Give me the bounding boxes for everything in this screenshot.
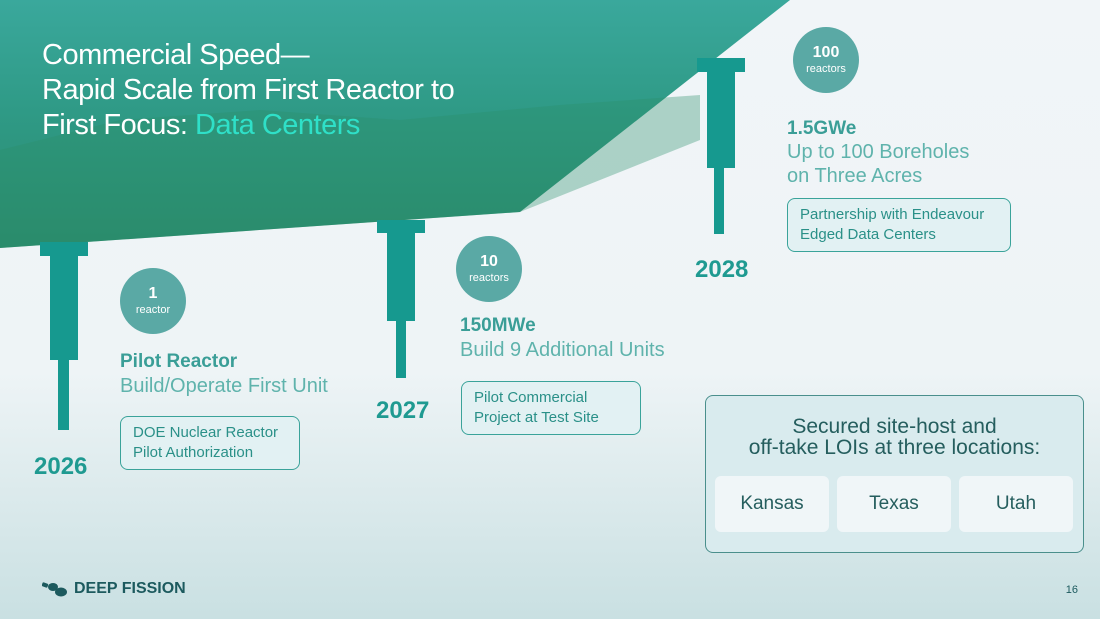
box-line: DOE Nuclear Reactor — [133, 424, 279, 441]
unit: reactors — [806, 63, 846, 75]
milestone-subtitle: on Three Acres — [787, 165, 923, 187]
title-line: Rapid Scale from First Reactor to — [42, 74, 455, 106]
reactor-count-badge: 10 reactors — [456, 236, 522, 302]
title-line: First Focus: Data Centers — [42, 108, 454, 143]
milestone-heading: Pilot Reactor — [120, 351, 238, 372]
year-label: 2026 — [34, 453, 88, 480]
box-line: Partnership with Endeavour — [800, 206, 985, 223]
count: 100 — [812, 44, 840, 61]
box-line: Edged Data Centers — [800, 226, 936, 243]
reactor-count-badge: 100 reactors — [793, 27, 859, 93]
box-line: Pilot Commercial — [474, 389, 588, 406]
unit: reactor — [135, 304, 171, 316]
deep-fission-logo-icon — [42, 582, 67, 597]
milestone-heading: 1.5GWe — [787, 118, 857, 139]
title-prefix: First Focus: — [42, 109, 196, 141]
location-texas: Texas — [837, 476, 951, 532]
milestone-subtitle: Build/Operate First Unit — [120, 375, 328, 397]
reactor-icon-2027 — [377, 220, 425, 378]
reactor-icon-2026 — [40, 242, 88, 430]
count: 10 — [480, 253, 498, 270]
reactor-count-badge: 1 reactor — [120, 268, 186, 334]
milestone-heading: 150MWe — [460, 315, 536, 336]
milestone-subtitle: Up to 100 Boreholes — [787, 141, 970, 163]
box-line: Project at Test Site — [474, 409, 599, 426]
brand-logo: DEEP FISSION — [42, 580, 186, 598]
year-label: 2028 — [695, 256, 749, 283]
page-number: 16 — [1065, 584, 1078, 596]
page-title: Commercial Speed— Rapid Scale from First… — [42, 38, 455, 143]
reactor-icon-2028 — [697, 58, 745, 234]
title-highlight: Data Centers — [195, 109, 360, 141]
milestone-subtitle: Build 9 Additional Units — [460, 339, 665, 361]
location-utah: Utah — [959, 476, 1073, 532]
loi-line: off-take LOIs at three locations: — [748, 436, 1041, 459]
unit: reactors — [469, 272, 509, 284]
location-kansas: Kansas — [715, 476, 829, 532]
box-line: Pilot Authorization — [133, 444, 254, 461]
year-label: 2027 — [376, 397, 430, 424]
brand-name: DEEP FISSION — [74, 580, 186, 597]
hero-image-landscape — [0, 0, 790, 248]
loi-line: Secured site-host and — [792, 415, 997, 438]
title-line: Commercial Speed— — [42, 39, 310, 71]
count: 1 — [148, 285, 158, 302]
